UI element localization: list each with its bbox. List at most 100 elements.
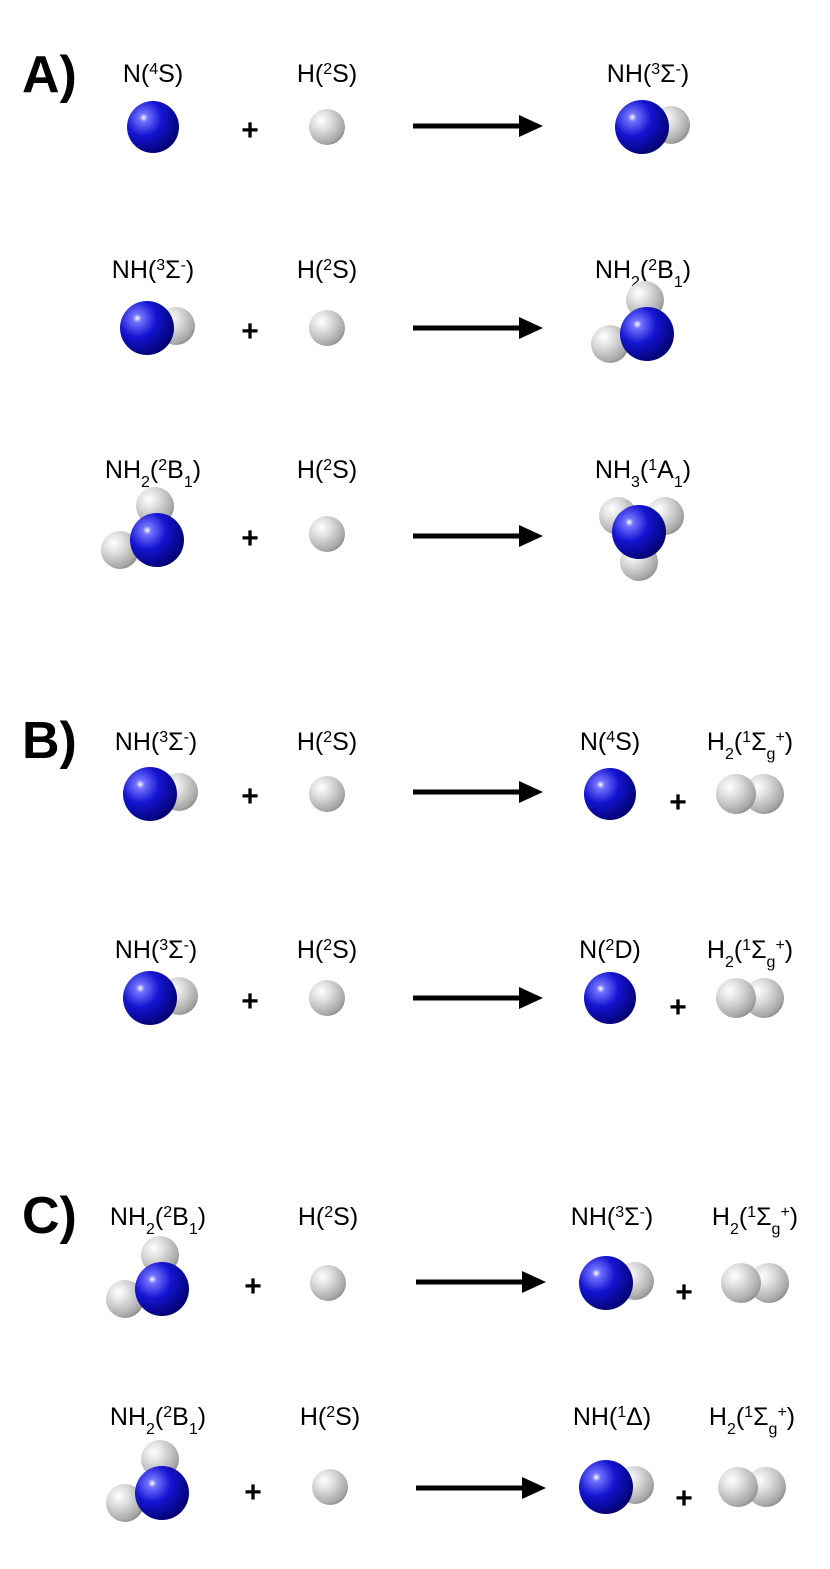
species-formula: H xyxy=(712,1203,730,1231)
section-label: C) xyxy=(22,1187,77,1245)
state-subscript: g xyxy=(767,746,776,763)
reaction-arrow xyxy=(413,525,543,547)
state-term: ( xyxy=(155,1403,164,1431)
molecule-nh2 xyxy=(106,1236,189,1318)
state-subscript: 1 xyxy=(674,474,683,491)
species-label: NH(1Δ) xyxy=(573,1403,651,1431)
hydrogen-atom xyxy=(744,978,784,1018)
state-subscript: 1 xyxy=(184,474,193,491)
state-term: ) xyxy=(198,1403,206,1431)
species-label: H(2S) xyxy=(300,1403,360,1431)
species-formula: NH xyxy=(571,1203,607,1231)
reaction-arrow xyxy=(416,1271,546,1293)
state-term: ( xyxy=(643,60,652,88)
state-term: ( xyxy=(151,728,160,756)
state-superscript: + xyxy=(775,729,784,746)
nitrogen-atom xyxy=(579,1256,633,1310)
state-term: ) xyxy=(785,728,793,756)
state-term: B xyxy=(657,256,674,284)
state-term: Σ xyxy=(624,1203,639,1231)
section-label: B) xyxy=(22,712,77,770)
state-superscript: 3 xyxy=(159,937,168,954)
species-formula: NH xyxy=(595,456,631,484)
state-term: ) xyxy=(681,60,689,88)
nitrogen-atom xyxy=(127,101,179,153)
plus-sign: + xyxy=(241,114,259,147)
state-superscript: 2 xyxy=(163,1404,172,1421)
species-formula: H xyxy=(707,936,725,964)
molecule-nh2 xyxy=(591,281,674,363)
species-label: NH(3Σ-) xyxy=(571,1203,653,1231)
species-formula: NH xyxy=(595,256,631,284)
molecule-h xyxy=(309,516,345,552)
state-term: ( xyxy=(151,936,160,964)
nitrogen-atom xyxy=(135,1466,189,1520)
state-term: ( xyxy=(141,60,150,88)
plus-sign: + xyxy=(669,991,687,1024)
hydrogen-atom xyxy=(716,774,756,814)
hydrogen-atom xyxy=(591,325,629,363)
species-label: H2(1Σg+) xyxy=(709,1403,795,1438)
species-formula: N xyxy=(580,728,598,756)
hydrogen-atom xyxy=(746,1467,786,1507)
molecule-nh xyxy=(579,1256,654,1310)
state-superscript: 2 xyxy=(606,937,615,954)
plus-sign: + xyxy=(669,786,687,819)
state-term: ( xyxy=(640,256,649,284)
state-term: ) xyxy=(787,1403,795,1431)
hydrogen-atom xyxy=(312,1469,348,1505)
state-superscript: 3 xyxy=(156,257,165,274)
species-formula: NH xyxy=(105,456,141,484)
species-subscript: 2 xyxy=(725,746,734,763)
species-subscript: 2 xyxy=(146,1221,155,1238)
state-term: ) xyxy=(198,1203,206,1231)
nitrogen-atom xyxy=(579,1460,633,1514)
state-superscript: - xyxy=(640,1204,645,1221)
hydrogen-atom xyxy=(744,774,784,814)
molecule-nh xyxy=(615,100,690,154)
hydrogen-atom xyxy=(721,1263,761,1303)
species-label: H2(1Σg+) xyxy=(712,1203,798,1238)
state-superscript: 1 xyxy=(617,1404,626,1421)
state-superscript: 1 xyxy=(742,729,751,746)
state-term: ( xyxy=(734,728,743,756)
species-formula: H xyxy=(298,1203,316,1231)
reaction-arrow xyxy=(416,1477,546,1499)
state-superscript: - xyxy=(676,61,681,78)
state-term: ) xyxy=(790,1203,798,1231)
state-term: ) xyxy=(683,456,691,484)
molecule-h xyxy=(309,980,345,1016)
species-label: NH(3Σ-) xyxy=(112,256,194,284)
species-label: H2(1Σg+) xyxy=(707,728,793,763)
state-superscript: + xyxy=(777,1404,786,1421)
hydrogen-atom xyxy=(309,980,345,1016)
state-subscript: 1 xyxy=(189,1221,198,1238)
species-label: NH(3Σ-) xyxy=(607,60,689,88)
state-term: Σ xyxy=(751,728,766,756)
state-superscript: 2 xyxy=(158,457,167,474)
reaction-arrow xyxy=(413,987,543,1009)
state-term: S) xyxy=(332,728,357,756)
state-term: ( xyxy=(315,456,324,484)
species-subscript: 2 xyxy=(727,1421,736,1438)
state-term: ) xyxy=(186,256,194,284)
species-formula: NH xyxy=(573,1403,609,1431)
species-formula: N xyxy=(579,936,597,964)
hydrogen-atom xyxy=(309,776,345,812)
state-term: ( xyxy=(609,1403,618,1431)
species-subscript: 2 xyxy=(141,474,150,491)
state-superscript: 1 xyxy=(742,937,751,954)
hydrogen-atom xyxy=(106,1484,144,1522)
plus-sign: + xyxy=(241,985,259,1018)
molecule-nh xyxy=(120,301,195,355)
state-superscript: 1 xyxy=(747,1204,756,1221)
nitrogen-atom xyxy=(130,513,184,567)
molecule-h xyxy=(309,776,345,812)
molecule-nh xyxy=(579,1460,654,1514)
species-formula: N xyxy=(123,60,141,88)
state-term: Δ) xyxy=(626,1403,651,1431)
state-superscript: - xyxy=(181,257,186,274)
state-term: ( xyxy=(315,728,324,756)
state-superscript: 4 xyxy=(606,729,615,746)
